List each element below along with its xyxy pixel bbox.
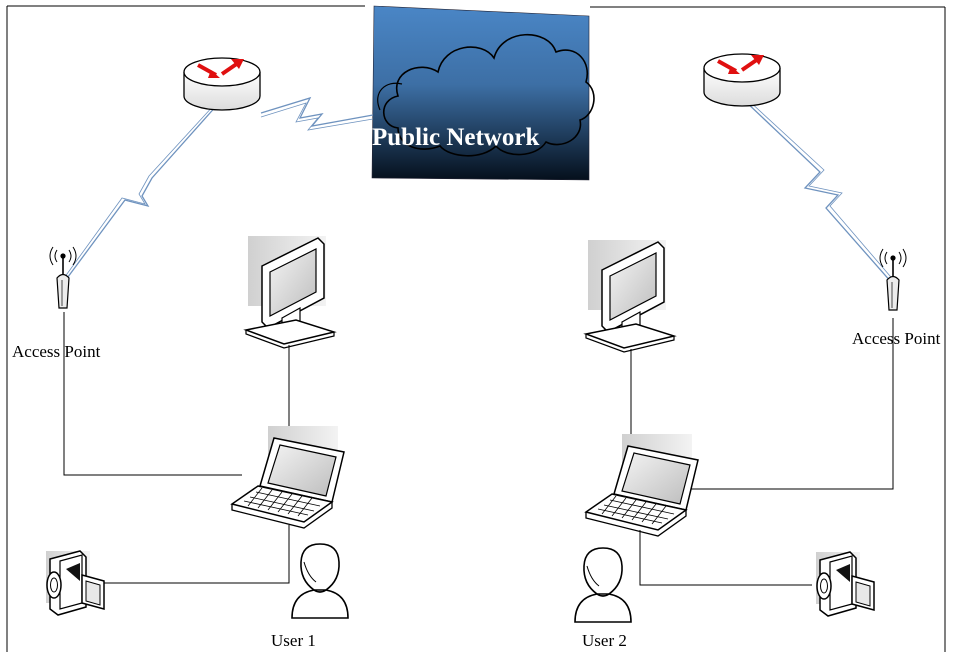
monitor-icon [245,235,335,349]
router-icon [702,52,782,108]
access-point-icon [879,248,907,311]
monitor-icon [585,239,675,353]
user-icon [291,543,349,619]
user-label-right: User 2 [582,631,627,650]
user-label-left: User 1 [271,631,316,650]
camera-icon [815,551,875,617]
access-point-label-left: Access Point [12,342,101,361]
access-point-icon [49,246,77,309]
wireless-links [58,96,897,286]
wireless-link-router2-ap2 [743,99,893,284]
wire-ap2-laptop2 [690,318,894,490]
cloud-label: Public Network [372,124,539,151]
right-site: Access Point User 2 [574,52,941,650]
camera-icon [45,550,105,616]
wireless-link-router1-cloud [260,96,374,127]
user-icon [574,547,632,623]
public-network-cloud: Public Network [371,5,595,181]
left-site: Access Point User 1 [12,56,349,650]
wire-laptop2-camera2 [639,530,812,586]
wire-ap1-laptop1 [63,312,242,476]
access-point-label-right: Access Point [852,329,941,348]
laptop-icon [585,433,699,537]
wire-laptop1-camera1 [102,525,290,584]
router-icon [182,56,262,112]
laptop-icon [231,425,345,529]
cloud-icon [371,5,590,181]
wired-links [63,312,894,586]
wireless-link-router1-ap1 [61,103,219,286]
